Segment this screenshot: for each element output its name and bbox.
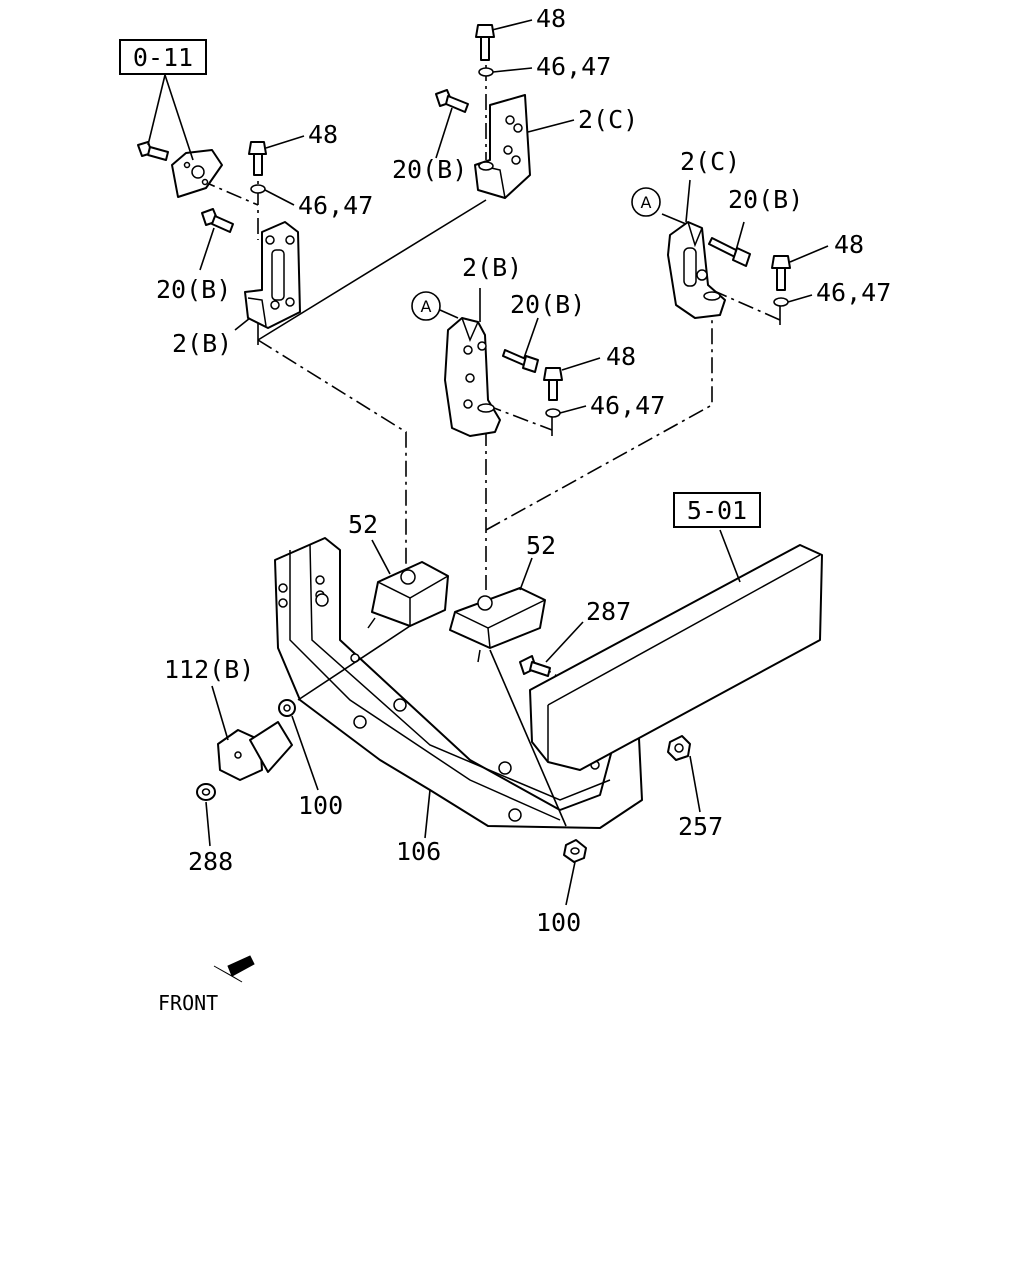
callout-46-47-mid[interactable]: 46,47 <box>590 391 665 420</box>
callout-287[interactable]: 287 <box>586 597 631 626</box>
engine-mount-52-left[interactable] <box>367 561 449 629</box>
washer-4647-mid[interactable] <box>545 408 561 418</box>
nut-288[interactable] <box>196 783 216 801</box>
callout-52-left[interactable]: 52 <box>348 510 378 539</box>
bolt-20b-top[interactable] <box>435 89 469 113</box>
reference-label-0-11: 0-11 <box>133 43 193 72</box>
front-label: FRONT <box>158 991 218 1015</box>
callout-labels: 48 46,47 2(C) 20(B) 48 46,47 20(B) 2(B) … <box>156 4 891 937</box>
callout-48-right[interactable]: 48 <box>834 230 864 259</box>
leader-0-11-b <box>164 74 194 161</box>
marker-a-mid-label: A <box>421 297 432 316</box>
callout-2c-right[interactable]: 2(C) <box>680 147 740 176</box>
callout-48-left[interactable]: 48 <box>308 120 338 149</box>
bracket-2b-mid[interactable] <box>444 317 501 437</box>
washer-4647-top[interactable] <box>478 67 494 77</box>
bolt-48-left[interactable] <box>248 141 267 176</box>
callout-46-47-top[interactable]: 46,47 <box>536 52 611 81</box>
front-arrow-icon <box>213 955 255 983</box>
crossmember-106[interactable] <box>274 537 643 829</box>
bolt-48-right[interactable] <box>771 255 791 291</box>
bracket-2c-top[interactable] <box>474 94 531 199</box>
bracket-2b-left[interactable] <box>244 221 301 329</box>
assembly-lines-solid <box>257 199 781 436</box>
callout-112b[interactable]: 112(B) <box>164 655 254 684</box>
bolt-48-top[interactable] <box>475 24 495 61</box>
marker-a-right[interactable]: A <box>631 187 661 217</box>
washer-4647-right[interactable] <box>773 297 789 307</box>
callout-52-right[interactable]: 52 <box>526 531 556 560</box>
callout-100-bottom[interactable]: 100 <box>536 908 581 937</box>
callout-46-47-right[interactable]: 46,47 <box>816 278 891 307</box>
callout-20b-right[interactable]: 20(B) <box>728 185 803 214</box>
callout-46-47-left[interactable]: 46,47 <box>298 191 373 220</box>
bolt-20b-left[interactable] <box>201 208 234 233</box>
callout-48-mid[interactable]: 48 <box>606 342 636 371</box>
bolt-20b-mid[interactable] <box>502 349 539 373</box>
callout-106[interactable]: 106 <box>396 837 441 866</box>
callout-2b-mid[interactable]: 2(B) <box>462 253 522 282</box>
reference-label-5-01: 5-01 <box>687 496 747 525</box>
callout-2b-left[interactable]: 2(B) <box>172 329 232 358</box>
callout-100-left[interactable]: 100 <box>298 791 343 820</box>
callout-20b-mid[interactable]: 20(B) <box>510 290 585 319</box>
frame-rail-5-01[interactable] <box>529 544 823 771</box>
marker-a-right-label: A <box>641 193 652 212</box>
callout-48-top[interactable]: 48 <box>536 4 566 33</box>
callout-20b-top[interactable]: 20(B) <box>392 155 467 184</box>
bolt-287[interactable] <box>519 655 551 677</box>
bolt-0-11[interactable] <box>137 141 169 161</box>
leader-0-11-a <box>147 74 166 146</box>
washer-100-bottom[interactable] <box>563 839 587 863</box>
reference-box-5-01[interactable]: 5-01 <box>673 492 761 528</box>
callout-257[interactable]: 257 <box>678 812 723 841</box>
callout-288[interactable]: 288 <box>188 847 233 876</box>
front-indicator: FRONT <box>158 955 255 1015</box>
mount-112b[interactable] <box>217 721 293 781</box>
bolt-48-mid[interactable] <box>543 367 563 401</box>
washer-100-left[interactable] <box>278 699 296 717</box>
marker-a-mid[interactable]: A <box>411 291 441 321</box>
leader-lines <box>199 19 829 906</box>
reference-box-0-11[interactable]: 0-11 <box>119 39 207 75</box>
nut-257[interactable] <box>667 735 691 761</box>
engine-mount-52-right[interactable] <box>449 587 546 663</box>
flange-plate-0-11[interactable] <box>171 149 223 198</box>
callout-20b-left[interactable]: 20(B) <box>156 275 231 304</box>
bracket-2c-right[interactable] <box>667 221 726 319</box>
bolt-20b-right[interactable] <box>708 237 751 267</box>
callout-2c-top[interactable]: 2(C) <box>578 105 638 134</box>
washer-4647-left[interactable] <box>250 184 266 194</box>
